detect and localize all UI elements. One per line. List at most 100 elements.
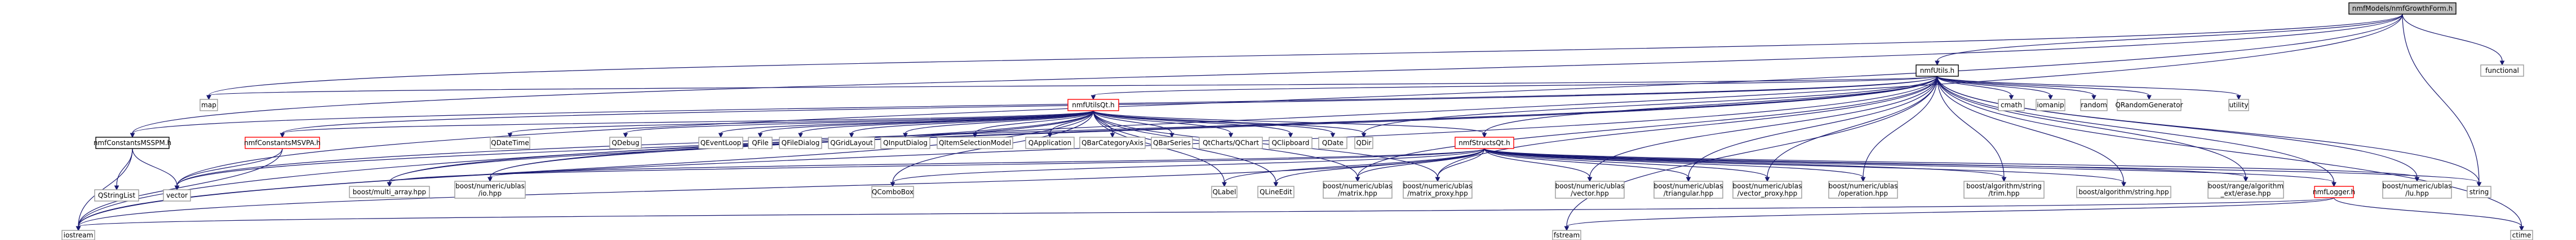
node-box xyxy=(1323,181,1393,199)
edge-nmfstructsqt-to-boostublasio xyxy=(489,148,1485,178)
node-label: boost/numeric/ublas xyxy=(2383,182,2452,190)
edge-nmfutilsqt-to-qclipboard xyxy=(1093,110,1291,134)
node-box xyxy=(2228,99,2249,111)
node-label: nmfConstantsMSVPA.h xyxy=(244,139,321,147)
edge-nmfutilsqt-to-nmfconstantsmsvpa xyxy=(282,110,1094,134)
node-boostublasvectorproxy: boost/numeric/ublas/vector_proxy.hpp xyxy=(1732,181,1802,199)
arrowhead-nmfutils-to-utility xyxy=(2236,95,2241,101)
node-box xyxy=(1318,137,1347,149)
node-boostmultiarray: boost/multi_array.hpp xyxy=(349,186,430,198)
node-label: QtCharts/QChart xyxy=(1203,139,1259,147)
node-nmfutilsqt[interactable]: nmfUtilsQt.h xyxy=(1067,99,1119,111)
edge-nmfconstantsmsvpa-to-iostream xyxy=(78,148,283,227)
node-label: boost/numeric/ublas xyxy=(1654,182,1723,190)
node-label: boost/algorithm/string.hpp xyxy=(2078,188,2169,196)
edge-nmfutils-to-boostublaslu xyxy=(1936,76,2418,178)
node-label: QItemSelectionModel xyxy=(939,139,1011,147)
node-box xyxy=(349,186,430,198)
node-box xyxy=(2467,186,2491,198)
edge-nmfutilsqt-to-iostream xyxy=(78,110,1094,227)
node-label: /vector.hpp xyxy=(1571,190,1609,198)
arrowhead-nmfutilsqt-to-nmfstructsqt xyxy=(1482,133,1487,138)
edge-nmfutilsqt-to-qdatetime xyxy=(509,110,1094,134)
edge-nmfutilsqt-to-qinputdialog xyxy=(905,110,1094,134)
node-label: boost/numeric/ublas xyxy=(1733,182,1802,190)
node-box xyxy=(2382,181,2452,199)
node-nmflogger[interactable]: nmfLogger.h xyxy=(2313,186,2355,198)
node-box xyxy=(698,137,743,149)
node-label: nmfModels/nmfGrowthForm.h xyxy=(2352,5,2453,12)
edge-nmfstructsqt-to-boostublasoperation xyxy=(1484,148,1864,178)
node-label: boost/numeric/ublas xyxy=(1323,182,1393,190)
node-qgridlayout: QGridLayout xyxy=(828,137,875,149)
arrowhead-nmfutilsqt-to-qchartsqchart xyxy=(1228,133,1234,138)
edge-root-to-map xyxy=(208,14,2403,96)
node-label: QLineEdit xyxy=(1260,188,1292,196)
edge-root-to-nmfconstantsmsspm xyxy=(132,14,2403,134)
node-qdate: QDate xyxy=(1318,137,1347,149)
edge-nmfutils-to-random xyxy=(1936,76,2095,96)
node-box xyxy=(1455,137,1514,149)
edge-nmfstructsqt-to-string xyxy=(1484,148,2480,183)
arrowhead-nmfutils-to-iomanip xyxy=(2048,95,2053,101)
edge-nmfstructsqt-to-iostream xyxy=(78,148,1485,227)
node-iomanip: iomanip xyxy=(2036,99,2065,111)
node-label: /triangular.hpp xyxy=(1664,190,1713,198)
node-label: functional xyxy=(2485,67,2519,75)
edge-nmfutils-to-string xyxy=(1936,76,2480,183)
arrowhead-nmfstructsqt-to-boostublaslu xyxy=(2414,177,2420,182)
node-qclipboard: QClipboard xyxy=(1269,137,1313,149)
edge-nmfutils-to-boostalgostring xyxy=(1936,76,2125,183)
node-label: map xyxy=(201,101,216,109)
node-box xyxy=(748,137,773,149)
node-label: boost/numeric/ublas xyxy=(1829,182,1898,190)
node-label: ctime xyxy=(2512,232,2531,239)
edge-nmfutils-to-nmfutilsqt xyxy=(1093,76,1938,96)
arrowhead-nmfutils-to-map xyxy=(206,95,211,101)
node-nmfconstantsmsvpa[interactable]: nmfConstantsMSVPA.h xyxy=(244,137,321,149)
node-label: nmfStructsQt.h xyxy=(1458,139,1510,147)
node-boostalgotrim: boost/algorithm/string/trim.hpp xyxy=(1963,181,2045,199)
node-boostublastriangular: boost/numeric/ublas/triangular.hpp xyxy=(1653,181,1723,199)
arrowhead-nmfstructsqt-to-nmflogger xyxy=(2331,182,2336,187)
node-box xyxy=(1916,64,1959,77)
edge-nmfstructsqt-to-boostublasvector xyxy=(1484,148,1590,178)
node-root[interactable]: nmfModels/nmfGrowthForm.h xyxy=(2348,2,2457,15)
edge-nmfutilsqt-to-qgridlayout xyxy=(851,110,1094,134)
edge-root-to-nmfutils xyxy=(1936,14,2403,62)
edge-root-to-string xyxy=(2402,14,2480,183)
arrowhead-nmfutils-to-nmfutilsqt xyxy=(1090,95,1096,101)
edge-nmfutils-to-qdir xyxy=(1363,76,1938,134)
node-label: fstream xyxy=(1554,232,1580,239)
node-boostalgostring: boost/algorithm/string.hpp xyxy=(2076,186,2171,198)
node-box xyxy=(163,189,191,202)
node-box xyxy=(1199,137,1263,149)
node-layer: nmfModels/nmfGrowthForm.h nmfUtils.h funct… xyxy=(61,2,2533,240)
arrowhead-nmfutilsqt-to-qinputdialog xyxy=(903,133,908,138)
node-functional: functional xyxy=(2480,64,2524,77)
node-box xyxy=(454,181,526,199)
node-label: /operation.hpp xyxy=(1838,190,1888,198)
node-box xyxy=(2348,2,2457,15)
node-label: boost/numeric/ublas xyxy=(1403,182,1473,190)
arrowhead-nmfstructsqt-to-boostalgotrim xyxy=(2001,177,2007,182)
arrowhead-nmfstructsqt-to-boostublasvectorproxy xyxy=(1764,177,1770,182)
node-label: /lu.hpp xyxy=(2405,190,2429,198)
node-label: nmfUtilsQt.h xyxy=(1072,101,1115,109)
node-box xyxy=(1079,137,1146,149)
arrowhead-nmflogger-to-iostream xyxy=(76,226,81,232)
node-nmfconstantsmsspm[interactable]: nmfConstantsMSSPM.h xyxy=(94,137,171,149)
node-boostublasio: boost/numeric/ublas/io.hpp xyxy=(454,181,526,199)
node-label: QRandomGenerator xyxy=(2115,101,2183,109)
node-box xyxy=(1354,137,1373,149)
node-label: /vector_proxy.hpp xyxy=(1737,190,1798,198)
node-label: QComboBox xyxy=(872,188,914,196)
edge-root-to-functional xyxy=(2402,14,2503,62)
node-qrandomgenerator: QRandomGenerator xyxy=(2115,99,2183,111)
node-nmfutils[interactable]: nmfUtils.h xyxy=(1916,64,1959,77)
arrowhead-nmfstructsqt-to-boostublasmatrix xyxy=(1355,177,1360,182)
edge-nmfconstantsmsspm-to-qstringlist xyxy=(116,148,133,186)
node-nmfstructsqt[interactable]: nmfStructsQt.h xyxy=(1455,137,1514,149)
node-box xyxy=(1067,99,1119,111)
node-box xyxy=(880,137,930,149)
